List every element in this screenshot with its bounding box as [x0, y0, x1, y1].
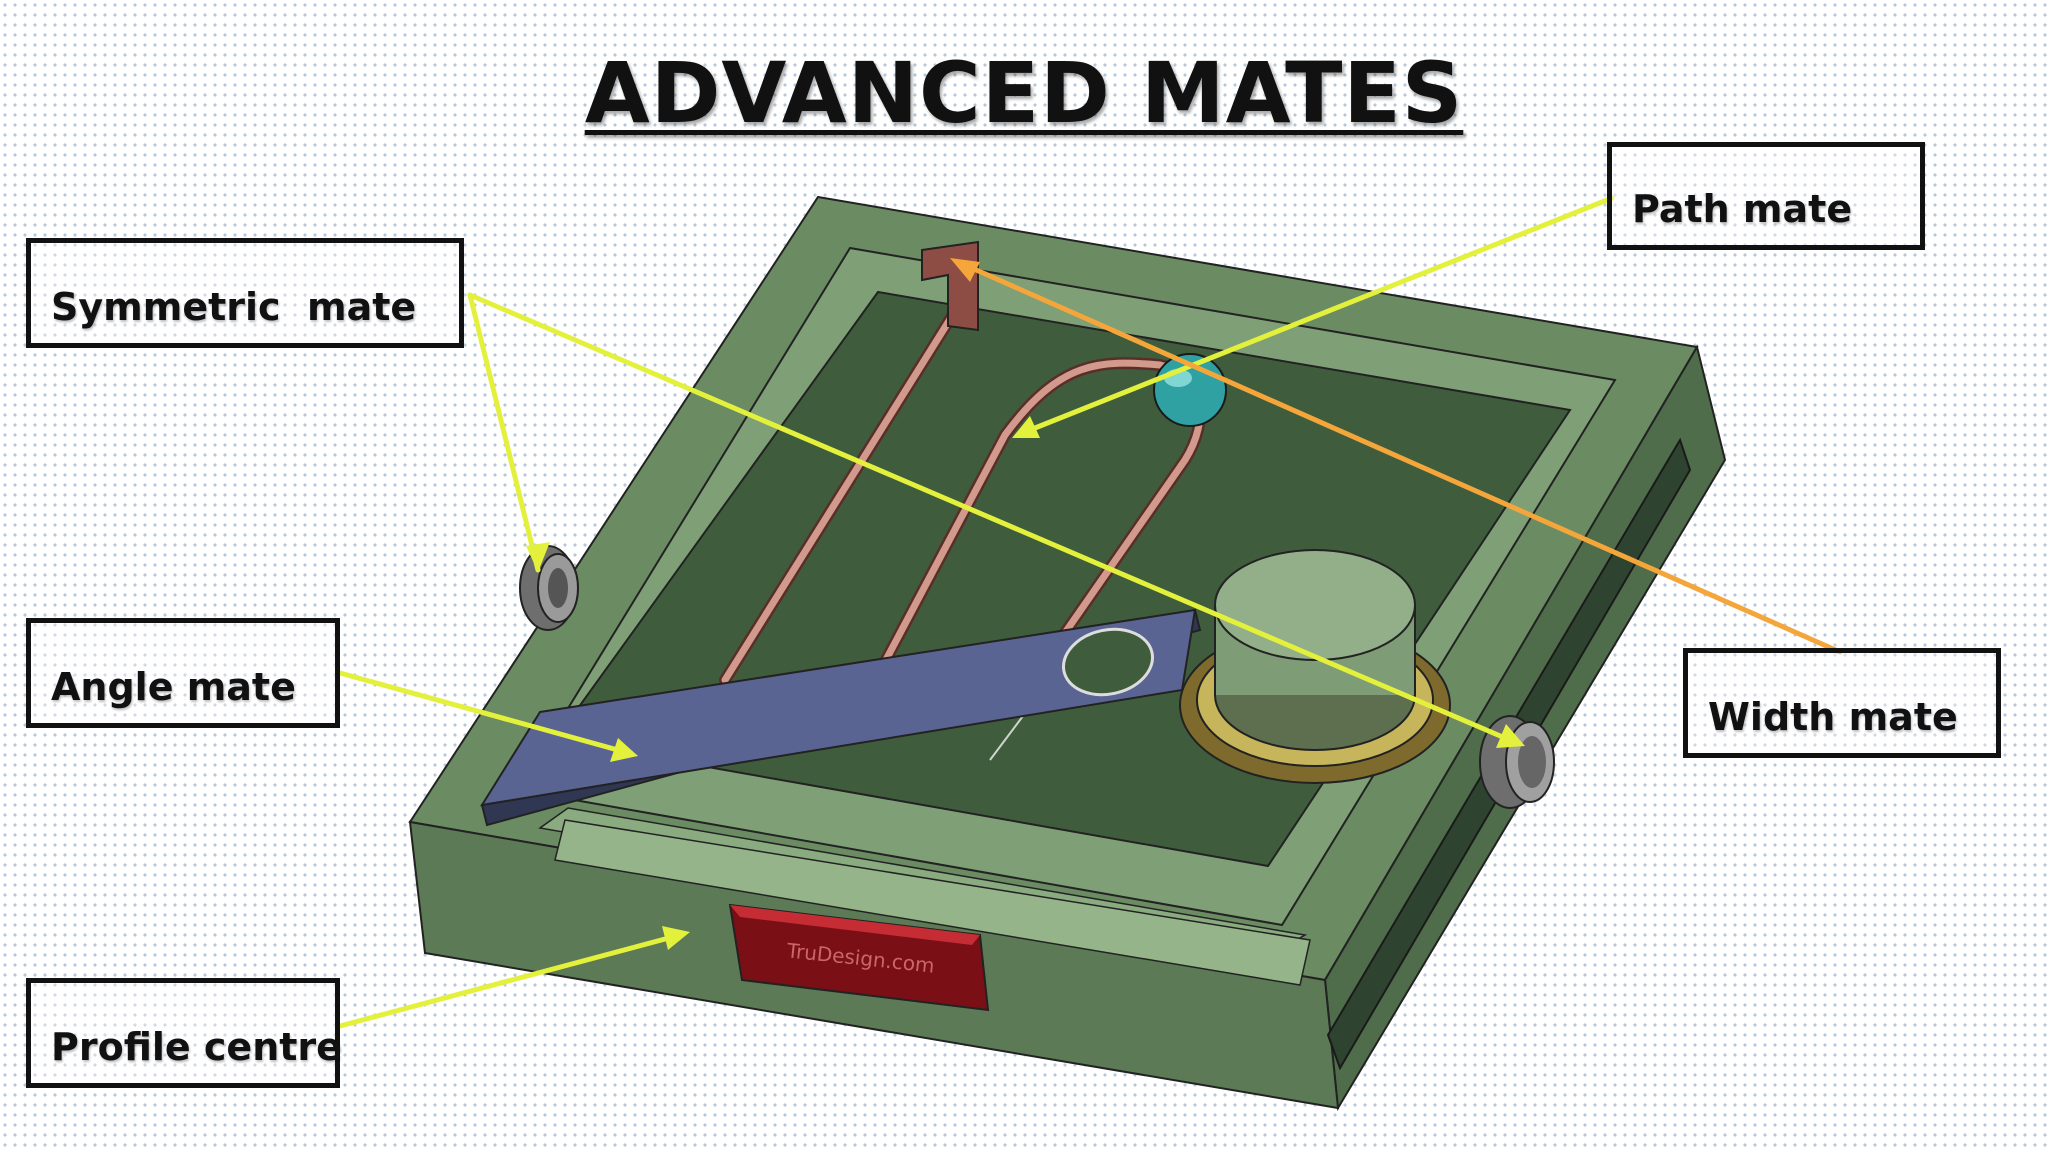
- angle-bar: [479, 608, 1202, 827]
- pointer-lines: [337, 195, 1843, 1029]
- pointer-path: [1027, 195, 1615, 433]
- cylinder-part: [1179, 549, 1451, 784]
- arrowhead-angle: [610, 738, 638, 762]
- pointer-symmetric-left: [467, 292, 541, 573]
- pointer-profile: [337, 932, 683, 1029]
- arrowhead-width: [950, 258, 980, 282]
- pointer-angle: [337, 670, 628, 755]
- symmetric-mate-label: Symmetric mate: [26, 238, 464, 348]
- page-title: ADVANCED MATES: [584, 44, 1464, 142]
- arrowhead-path: [1012, 416, 1040, 438]
- arrowhead-symmetric-right: [1496, 724, 1525, 748]
- angle-mate-label: Angle mate: [26, 618, 340, 728]
- pointer-width: [962, 262, 1843, 655]
- width-mate-label: Width mate: [1683, 648, 2001, 758]
- name-plate: TruDesign.com: [728, 903, 990, 1012]
- path-mate-label: Path mate: [1607, 142, 1925, 250]
- pointer-arrowheads: [526, 258, 1525, 950]
- profile-centre-label: Profile centre: [26, 978, 342, 1088]
- left-knob: [519, 545, 579, 631]
- arrowhead-symmetric-left: [526, 542, 550, 572]
- pointer-symmetric-right: [467, 292, 1508, 741]
- arrowhead-profile: [662, 926, 690, 950]
- inner-ledge-front: [554, 819, 1311, 986]
